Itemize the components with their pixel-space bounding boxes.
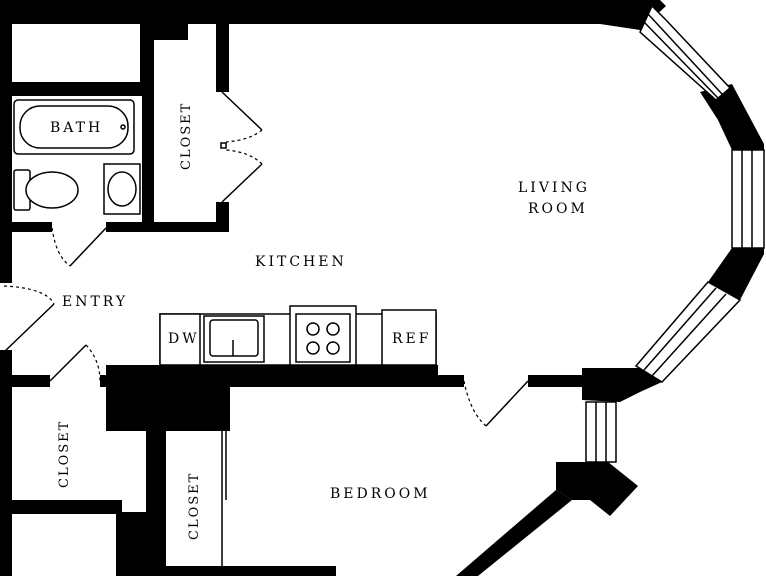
label-entry: ENTRY — [62, 294, 128, 310]
room-labels: BATH CLOSET LIVING ROOM KITCHEN ENTRY DW… — [50, 102, 590, 540]
dishwasher — [159, 313, 201, 366]
label-closet-upper: CLOSET — [179, 102, 194, 170]
bathtub-icon — [19, 105, 129, 149]
doors — [3, 91, 529, 566]
kitchen-counter — [159, 305, 437, 366]
toilet-icon — [25, 171, 79, 209]
label-living-2: ROOM — [528, 201, 588, 217]
label-closet-bedroom: CLOSET — [187, 472, 202, 540]
label-bedroom: BEDROOM — [330, 486, 431, 502]
bay-windows — [585, 4, 765, 463]
label-living-1: LIVING — [518, 180, 590, 196]
label-kitchen: KITCHEN — [255, 254, 347, 270]
label-ref: REF — [392, 331, 431, 347]
label-bath: BATH — [50, 120, 103, 136]
label-dw: DW — [168, 331, 200, 347]
label-closet-lower-left: CLOSET — [57, 420, 72, 488]
bath-fixtures — [13, 99, 141, 215]
refrigerator — [381, 309, 437, 366]
